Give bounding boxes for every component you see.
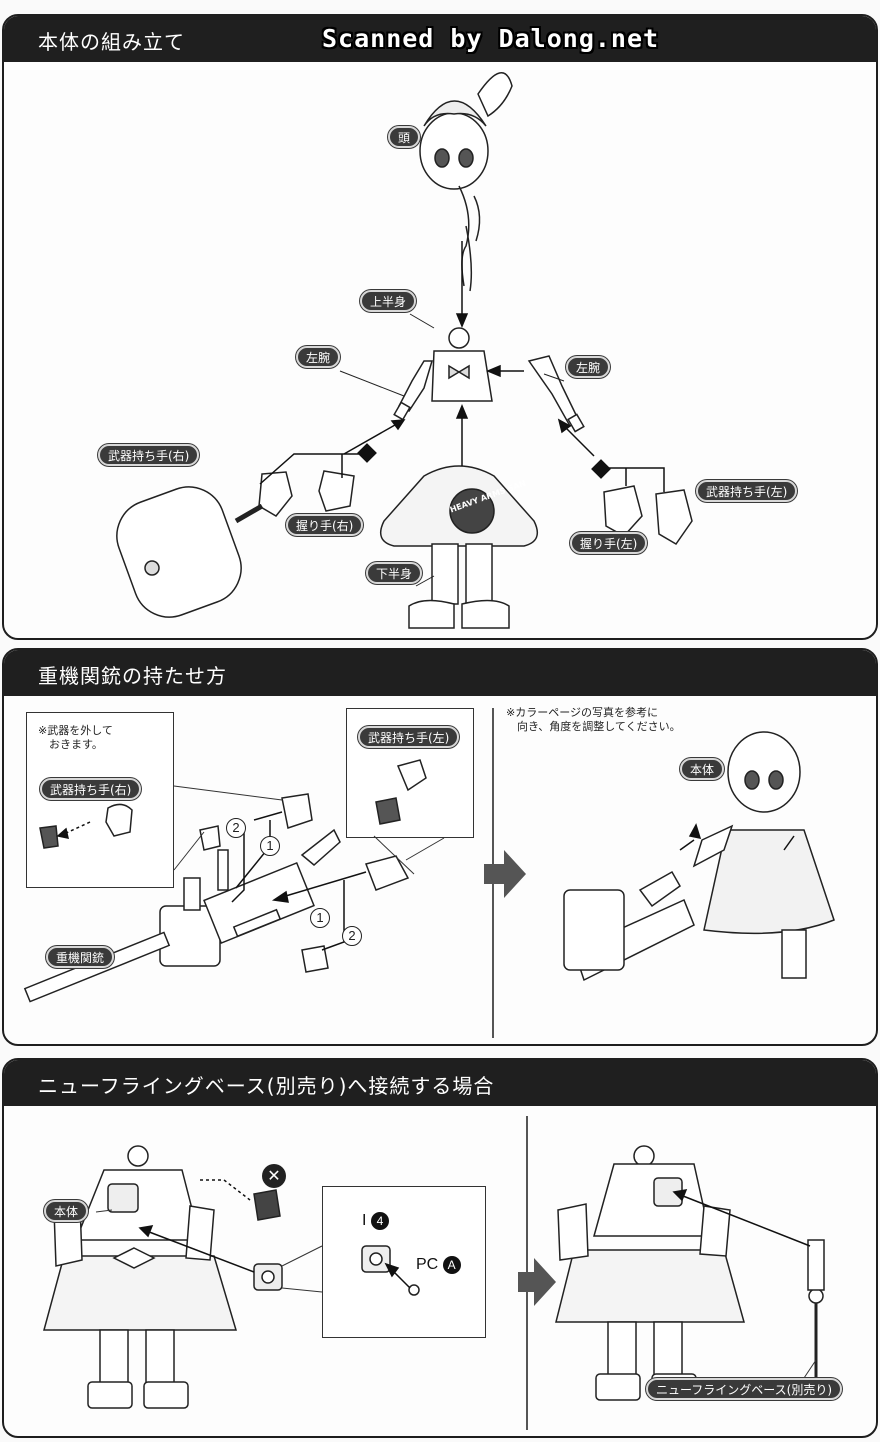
section-title: 本体の組み立て bbox=[38, 30, 185, 54]
label-lower-body: 下半身 bbox=[366, 562, 423, 584]
label-new-flying-base: ニューフライングベース(別売り) bbox=[646, 1378, 843, 1400]
section-title: 重機関銃の持たせ方 bbox=[38, 664, 227, 688]
step-number-2a: 2 bbox=[226, 818, 246, 838]
label-heavy-machinegun: 重機関銃 bbox=[46, 946, 115, 968]
upper-body-illustration bbox=[431, 327, 493, 402]
weapon-hand-left-illustration bbox=[603, 485, 693, 545]
next-step-arrow bbox=[484, 850, 526, 898]
body-on-flying-base bbox=[555, 1145, 825, 1401]
hammer-illustration bbox=[116, 486, 264, 618]
next-step-arrow bbox=[518, 1258, 556, 1306]
lower-body-illustration bbox=[379, 465, 539, 629]
step-number-2b: 2 bbox=[342, 926, 362, 946]
label-upper-body: 上半身 bbox=[360, 290, 417, 312]
label-body: 本体 bbox=[680, 758, 725, 780]
heavy-machinegun-body bbox=[23, 828, 341, 1003]
label-grip-hand-right: 握り手(右) bbox=[286, 514, 364, 536]
label-weapon-hand-right: 武器持ち手(右) bbox=[40, 778, 142, 800]
left-arm-illustration-2 bbox=[527, 355, 585, 433]
label-weapon-hand-right: 武器持ち手(右) bbox=[98, 444, 200, 466]
prohibited-icon: ✕ bbox=[262, 1164, 286, 1188]
flying-base-connection-section: ニューフライングベース(別売り)へ接続する場合 bbox=[2, 1058, 878, 1438]
label-part-pc-a: PC A bbox=[416, 1256, 461, 1274]
left-arm-illustration bbox=[393, 360, 434, 421]
weapon-hand-right-illustration bbox=[258, 470, 355, 517]
remove-weapon-inset bbox=[26, 712, 174, 888]
section-title: ニューフライングベース(別売り)へ接続する場合 bbox=[38, 1074, 495, 1098]
label-left-arm-a: 左腕 bbox=[296, 346, 341, 368]
scanner-watermark: Scanned by Dalong.net bbox=[322, 24, 660, 53]
label-head: 頭 bbox=[388, 126, 421, 148]
body-assembly-illustration bbox=[116, 72, 693, 629]
part-pc-letters: PC bbox=[416, 1256, 439, 1274]
heavy-machinegun-grip-section: 重機関銃の持たせ方 bbox=[2, 648, 878, 1046]
head-illustration bbox=[419, 72, 513, 292]
body-back-view bbox=[43, 1145, 238, 1409]
note-adjust-angle: ※カラーページの写真を参考に 向き、角度を調整してください。 bbox=[506, 706, 681, 733]
part-pc-a bbox=[408, 1284, 420, 1296]
label-weapon-hand-left: 武器持ち手(左) bbox=[358, 726, 460, 748]
body-with-gun-illustration bbox=[563, 731, 835, 982]
section-header: 本体の組み立て bbox=[4, 16, 876, 62]
label-part-i4: I 4 bbox=[362, 1212, 389, 1230]
part-i-letter: I bbox=[362, 1212, 367, 1230]
usb-plug-illustration bbox=[253, 1189, 281, 1221]
body-assembly-section: 本体の組み立て bbox=[2, 14, 878, 640]
label-weapon-hand-left: 武器持ち手(左) bbox=[696, 480, 798, 502]
label-left-arm-b: 左腕 bbox=[566, 356, 611, 378]
flying-base-illustration bbox=[43, 1145, 825, 1409]
part-pc-letter-circle: A bbox=[442, 1256, 461, 1274]
section-header: ニューフライングベース(別売り)へ接続する場合 bbox=[4, 1060, 876, 1106]
label-grip-hand-left: 握り手(左) bbox=[570, 532, 648, 554]
section-header: 重機関銃の持たせ方 bbox=[4, 650, 876, 696]
step-number-1b: 1 bbox=[310, 908, 330, 928]
step-number-1a: 1 bbox=[260, 836, 280, 856]
note-remove-weapon: ※武器を外して おきます。 bbox=[38, 724, 113, 751]
label-body: 本体 bbox=[44, 1200, 89, 1222]
machinegun-illustration bbox=[23, 731, 835, 1003]
part-i-number: 4 bbox=[370, 1212, 389, 1230]
